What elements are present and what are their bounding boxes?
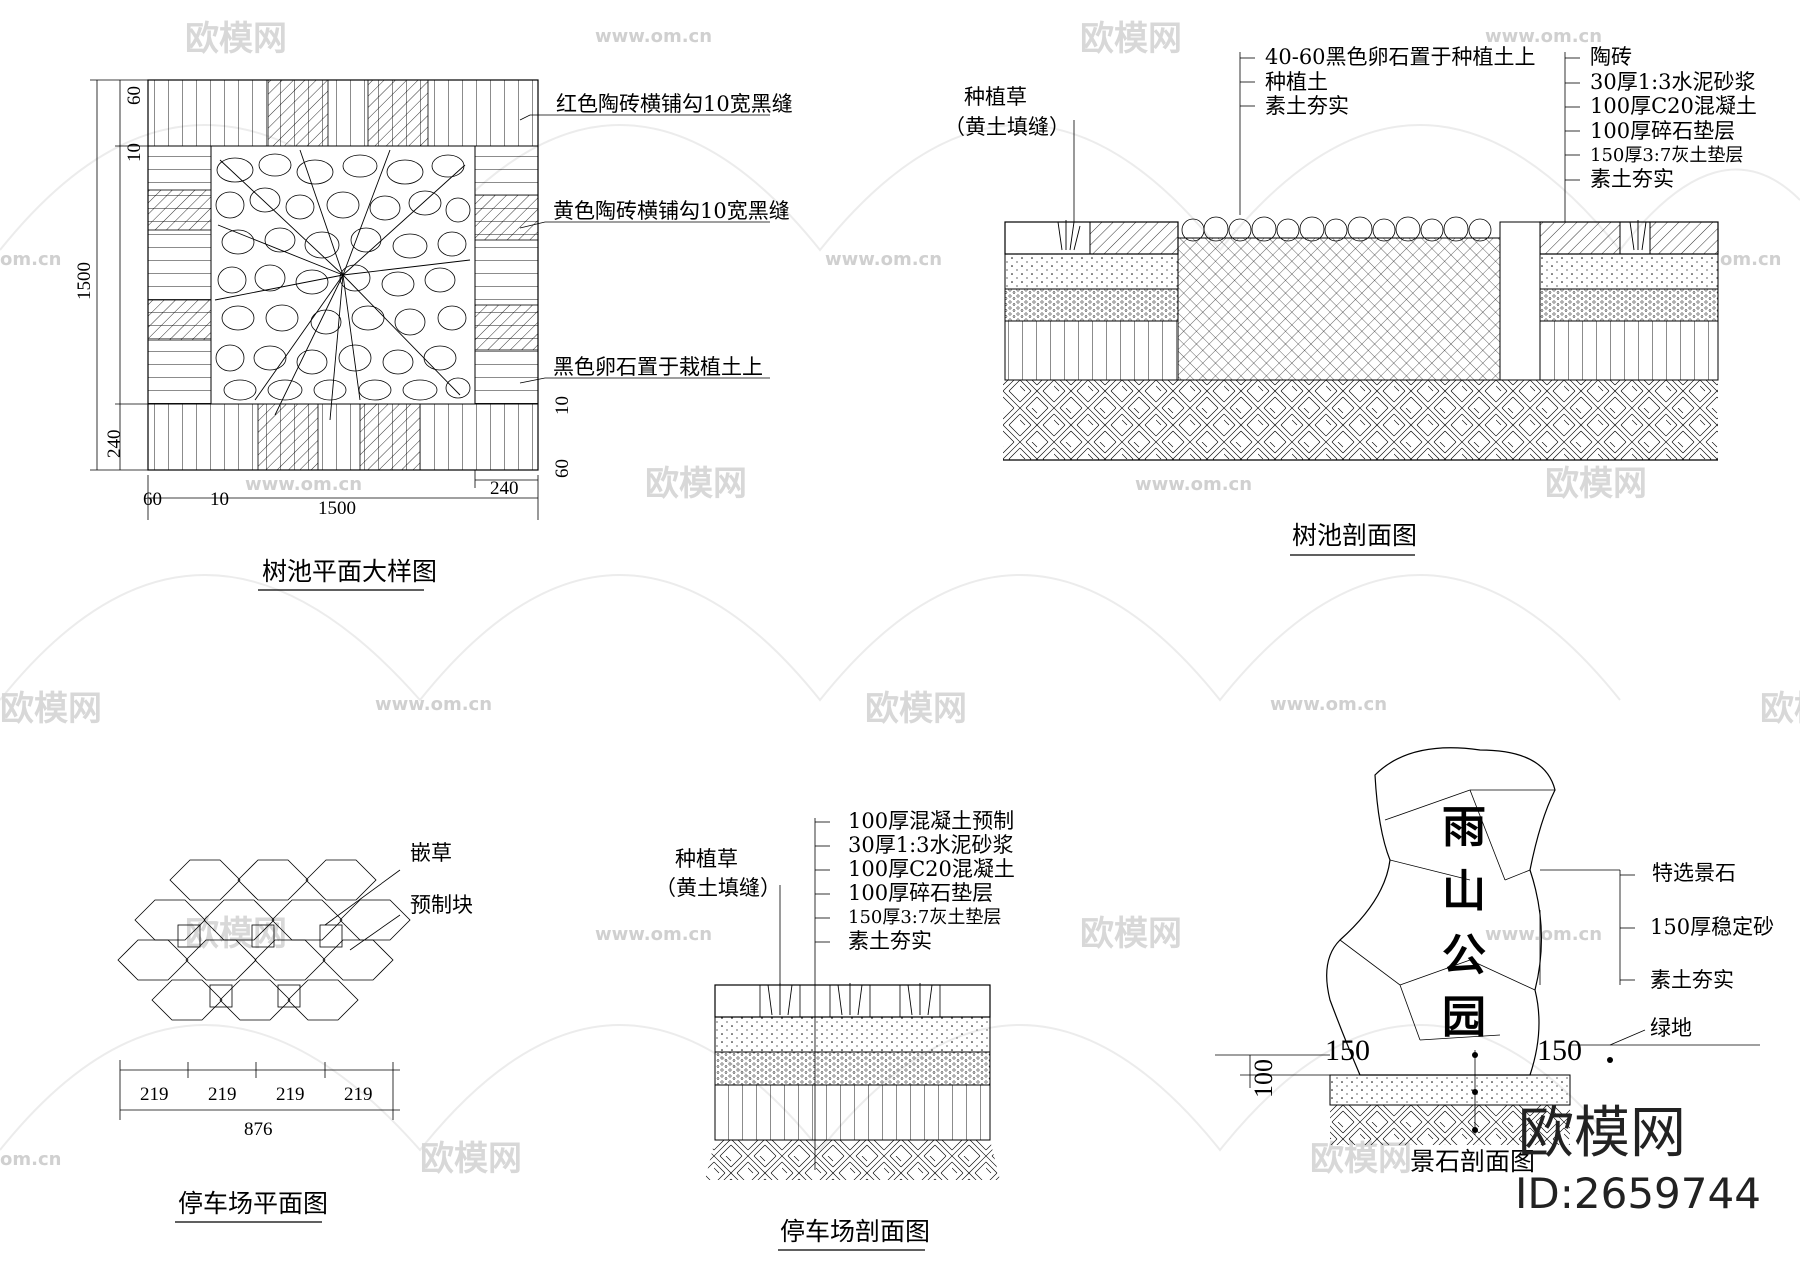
- parking-label-grass: 嵌草: [410, 841, 452, 865]
- parking-dim-total: 876: [244, 1119, 273, 1140]
- section-center-label-2: 种植土: [1265, 70, 1328, 94]
- dim-bottom-60: 60: [143, 489, 162, 510]
- parking-section-left-label: 种植草: [675, 847, 738, 871]
- watermark-url: www.om.cn: [1485, 924, 1602, 945]
- watermark-text: 欧模网: [1310, 1139, 1412, 1179]
- parking-section-left-sub: （黄土填缝）: [655, 876, 781, 900]
- dim-right-10: 10: [552, 396, 573, 415]
- parking-layer-4: 100厚碎石垫层: [848, 881, 993, 905]
- watermark-url: om.cn: [1720, 249, 1781, 270]
- stone-label-stone: 特选景石: [1652, 861, 1736, 885]
- dim-bottom-10: 10: [210, 489, 229, 510]
- section-layer-2: 30厚1:3水泥砂浆: [1590, 70, 1756, 94]
- stone-label-soil: 素土夯实: [1650, 968, 1734, 992]
- watermark-url: www.om.cn: [1485, 26, 1602, 47]
- watermark-url: om.cn: [0, 249, 61, 270]
- watermark-url: www.om.cn: [595, 26, 712, 47]
- red-brick-band: [147, 79, 429, 471]
- section-layer-6: 素土夯实: [1590, 167, 1674, 191]
- parking-plan: 嵌草 预制块 219 219 219 219 876 停车场平面图: [117, 841, 473, 1223]
- watermark-text: 欧模网: [420, 1139, 522, 1179]
- dim-left-60: 60: [124, 86, 145, 105]
- section-layer-3: 100厚C20混凝土: [1590, 94, 1757, 118]
- section-left-label: 种植草: [964, 85, 1027, 109]
- watermark-text: 欧模网: [865, 689, 967, 729]
- dim-left-10: 10: [124, 143, 145, 162]
- watermark-url: www.om.cn: [1270, 694, 1387, 715]
- stone-dim-left: 150: [1325, 1034, 1370, 1067]
- watermark-url: www.om.cn: [825, 249, 942, 270]
- feature-stone: [1326, 747, 1556, 1076]
- tree-roots: [214, 149, 471, 421]
- section-layer-1: 陶砖: [1590, 45, 1632, 69]
- tree-pit-section: 种植草 （黄土填缝） 40-60黑色卵石置于种植土上 种植土 素土夯实 陶砖 3…: [944, 45, 1757, 556]
- pebble-bed: [215, 153, 471, 401]
- parking-section: 种植草 （黄土填缝） 100厚混凝土预制 30厚1:3水泥砂浆 100厚C20混…: [655, 809, 1015, 1251]
- stone-label-green: 绿地: [1650, 1016, 1692, 1040]
- parking-layer-5: 150厚3:7灰土垫层: [848, 907, 1001, 928]
- parking-dim-2: 219: [208, 1084, 237, 1105]
- watermark-url: www.om.cn: [595, 924, 712, 945]
- parking-layer-1: 100厚混凝土预制: [848, 809, 1014, 833]
- plan-label-red-brick: 红色陶砖横铺勾10宽黑缝: [556, 92, 793, 116]
- brand-name: 欧模网: [1518, 1101, 1686, 1166]
- tree-pit-section-title: 树池剖面图: [1292, 521, 1417, 550]
- section-layer-4: 100厚碎石垫层: [1590, 119, 1735, 143]
- stone-label-sand: 150厚稳定砂: [1650, 915, 1774, 939]
- dim-left-240: 240: [104, 430, 125, 459]
- yellow-brick-band: [474, 194, 539, 351]
- plan-label-pebbles: 黑色卵石置于栽植土上: [553, 355, 763, 379]
- section-left-label-sub: （黄土填缝）: [944, 115, 1070, 139]
- parking-dim-1: 219: [140, 1084, 169, 1105]
- stone-section: 雨 山 公 园 特选景石 150厚稳定砂 素土夯实 绿地 150 150 100…: [1215, 747, 1774, 1176]
- stone-dim-right: 150: [1537, 1034, 1582, 1067]
- parking-section-title: 停车场剖面图: [780, 1217, 930, 1246]
- stone-section-title: 景石剖面图: [1410, 1147, 1535, 1176]
- hex-pavers: [117, 859, 411, 1021]
- watermark-url: www.om.cn: [1135, 474, 1252, 495]
- parking-plan-title: 停车场平面图: [178, 1189, 328, 1218]
- parking-dim-4: 219: [344, 1084, 373, 1105]
- parking-layer-2: 30厚1:3水泥砂浆: [848, 833, 1014, 857]
- section-center-label-3: 素土夯实: [1265, 94, 1349, 118]
- watermark-text: 欧模网: [1760, 689, 1800, 729]
- tree-pit-plan: 红色陶砖横铺勾10宽黑缝 黄色陶砖横铺勾10宽黑缝 黑色卵石置于栽植土上 60 …: [74, 79, 793, 591]
- watermark-text: 欧模网: [0, 689, 102, 729]
- watermark-text: 欧模网: [185, 19, 287, 59]
- dim-bottom-1500: 1500: [318, 498, 356, 519]
- dim-right-60: 60: [552, 459, 573, 478]
- stone-char-2: 山: [1442, 866, 1486, 917]
- section-center-label-1: 40-60黑色卵石置于种植土上: [1265, 45, 1536, 69]
- watermark-url: www.om.cn: [375, 694, 492, 715]
- stone-char-1: 雨: [1442, 802, 1486, 853]
- parking-grass: [759, 983, 941, 1018]
- plan-label-yellow-brick: 黄色陶砖横铺勾10宽黑缝: [553, 199, 790, 223]
- stone-dim-height: 100: [1249, 1059, 1278, 1098]
- stone-char-3: 公: [1442, 930, 1486, 981]
- watermark-text: 欧模网: [1545, 464, 1647, 504]
- watermark-url: om.cn: [0, 1149, 61, 1170]
- dim-bottom-240: 240: [490, 478, 519, 499]
- parking-layer-6: 素土夯实: [848, 929, 932, 953]
- section-pebbles: [1181, 216, 1492, 242]
- grass-tuft: [1057, 220, 1647, 251]
- stone-char-4: 园: [1442, 992, 1486, 1043]
- watermark-url: www.om.cn: [245, 474, 362, 495]
- parking-label-block: 预制块: [410, 893, 473, 917]
- tree-pit-plan-title: 树池平面大样图: [262, 557, 437, 586]
- watermark-text: 欧模网: [1080, 19, 1182, 59]
- dim-left-1500: 1500: [74, 262, 95, 300]
- watermark-text: 欧模网: [645, 464, 747, 504]
- watermark-text: 欧模网: [1080, 914, 1182, 954]
- brand-id: ID:2659744: [1515, 1169, 1761, 1218]
- parking-layer-3: 100厚C20混凝土: [848, 857, 1015, 881]
- section-layer-5: 150厚3:7灰土垫层: [1590, 145, 1743, 166]
- parking-dim-3: 219: [276, 1084, 305, 1105]
